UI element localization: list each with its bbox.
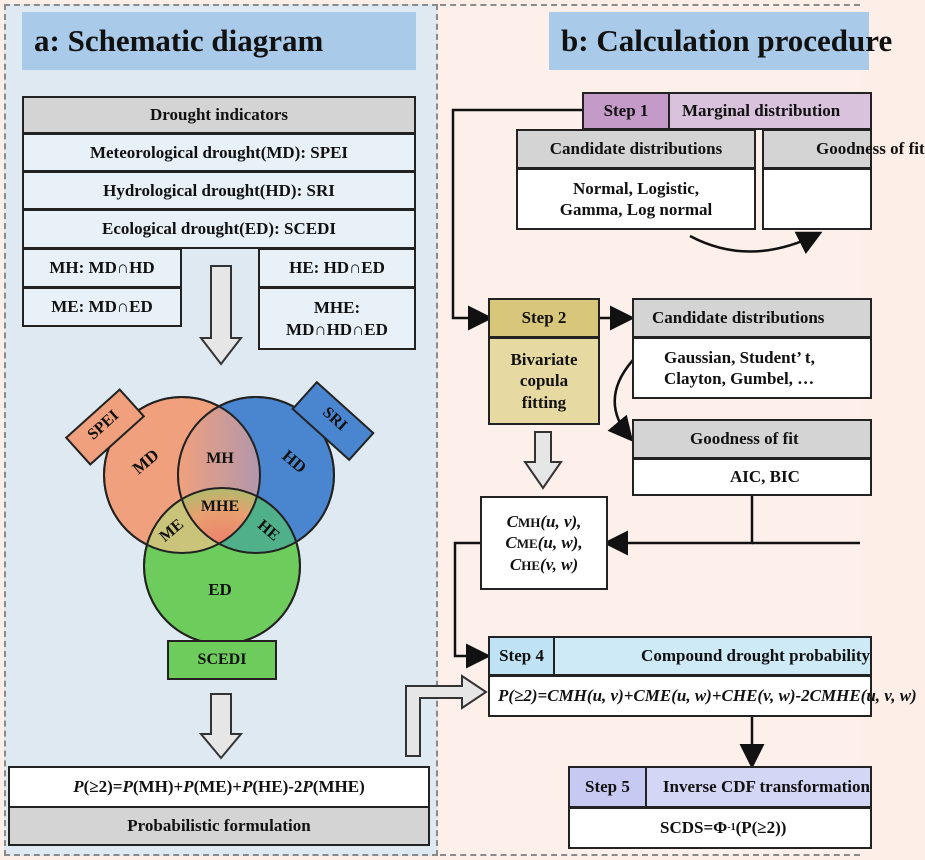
mh-label: MH	[206, 450, 234, 467]
step2-tag: Step 2	[488, 298, 600, 338]
mhe-line2: MD∩HD∩ED	[286, 319, 388, 339]
step4-tag: Step 4	[490, 638, 556, 674]
formulation-label: Probabilistic formulation	[8, 806, 430, 846]
cand1-line1: Normal, Logistic,	[572, 178, 700, 198]
cand2-body: Gaussian, Student’ t, Clayton, Gumbel, …	[632, 337, 872, 399]
f-t3: (ME)+	[193, 777, 242, 797]
copula-me: CME(u, w),	[505, 533, 583, 553]
down-arrow-2	[198, 693, 244, 760]
good1-body	[762, 168, 872, 230]
step2-body: Bivariate copula fitting	[488, 337, 600, 425]
good2-header: Goodness of fit	[632, 419, 872, 459]
me-box: ME: MD∩ED	[22, 287, 182, 327]
f-t2: (MH)+	[132, 777, 184, 797]
copula-he: CHE(v, w)	[509, 554, 579, 574]
step1-tag: Step 1	[584, 94, 670, 128]
step2-line2: copula	[519, 371, 569, 391]
down-arrow-1	[198, 265, 244, 366]
f-t1: (≥2)=	[83, 777, 123, 797]
step5-title: Inverse CDF transformation	[646, 768, 870, 806]
f-p4: P	[241, 777, 253, 797]
panel-b-title: b: Calculation procedure	[549, 12, 892, 70]
mh-box: MH: MD∩HD	[22, 248, 182, 288]
step4-title: Compound drought probability	[555, 638, 870, 674]
mhe-label: MHE	[200, 498, 240, 515]
good2-body: AIC, BIC	[632, 458, 872, 496]
cand1-header: Candidate distributions	[516, 129, 756, 169]
copulas-box: CMH(u, v), CME(u, w), CHE(v, w)	[480, 496, 608, 590]
scds-formula: SCDS=Φ-1(P(≥2))	[568, 807, 872, 849]
cand2-curve-arrow	[607, 359, 634, 442]
down-arrow-3	[523, 431, 563, 490]
scedi-tag: SCEDI	[167, 640, 277, 680]
md-row: Meteorological drought(MD): SPEI	[22, 133, 416, 172]
copulas-to-step4	[453, 541, 491, 669]
scds-rhs: (P(≥2))	[735, 818, 787, 838]
step1-to-step2-line	[451, 108, 582, 331]
f-p3: P	[183, 777, 194, 797]
cand2-line1: Gaussian, Student’ t,	[664, 347, 815, 367]
step2-line3: fitting	[521, 392, 567, 412]
cand1-curve-arrow	[689, 231, 823, 255]
good1-header: Goodness of fit	[762, 129, 925, 169]
he-box: HE: HD∩ED	[258, 248, 416, 288]
cand2-header: Candidate distributions	[632, 298, 872, 338]
ed-label: ED	[208, 580, 232, 599]
mhe-line1: MHE:	[313, 298, 361, 318]
panel-link-arrow	[405, 674, 488, 757]
step2-line1: Bivariate	[510, 350, 578, 370]
venn-diagram	[103, 396, 335, 645]
cand1-body: Normal, Logistic, Gamma, Log normal	[516, 168, 756, 230]
f-p2: P	[122, 777, 133, 797]
goodness-to-copulas	[603, 496, 754, 556]
f-t4: (HE)-2	[252, 777, 303, 797]
f-p1: P	[73, 777, 84, 797]
sri-tag	[291, 380, 375, 462]
f-t5: (MHE)	[312, 777, 365, 797]
scds-lhs: SCDS=Φ	[660, 818, 728, 838]
step1-header: Step 1 Marginal distribution	[582, 92, 872, 130]
ed-row: Ecological drought(ED): SCEDI	[22, 209, 416, 249]
copula-mh: CMH(u, v),	[506, 512, 582, 532]
step1-title: Marginal distribution	[670, 94, 870, 128]
indicators-header: Drought indicators	[22, 96, 416, 134]
scds-sup: -1	[727, 821, 736, 833]
step4-formula: P(≥2)=CMH(u, v)+CME(u, w)+CHE(v, w)-2CMH…	[488, 675, 917, 717]
step5-tag: Step 5	[570, 768, 647, 806]
step5-header: Step 5 Inverse CDF transformation	[568, 766, 872, 808]
step4-header: Step 4 Compound drought probability	[488, 636, 872, 676]
f-p5: P	[302, 777, 313, 797]
diagram-graphics	[64, 108, 860, 769]
mhe-box: MHE: MD∩HD∩ED	[258, 287, 416, 350]
spei-tag	[64, 388, 146, 466]
cand2-line2: Clayton, Gumbel, …	[664, 369, 815, 388]
cand1-line2: Gamma, Log normal	[559, 200, 713, 219]
panel-a-title: a: Schematic diagram	[22, 12, 416, 70]
hd-row: Hydrological drought(HD): SRI	[22, 171, 416, 210]
